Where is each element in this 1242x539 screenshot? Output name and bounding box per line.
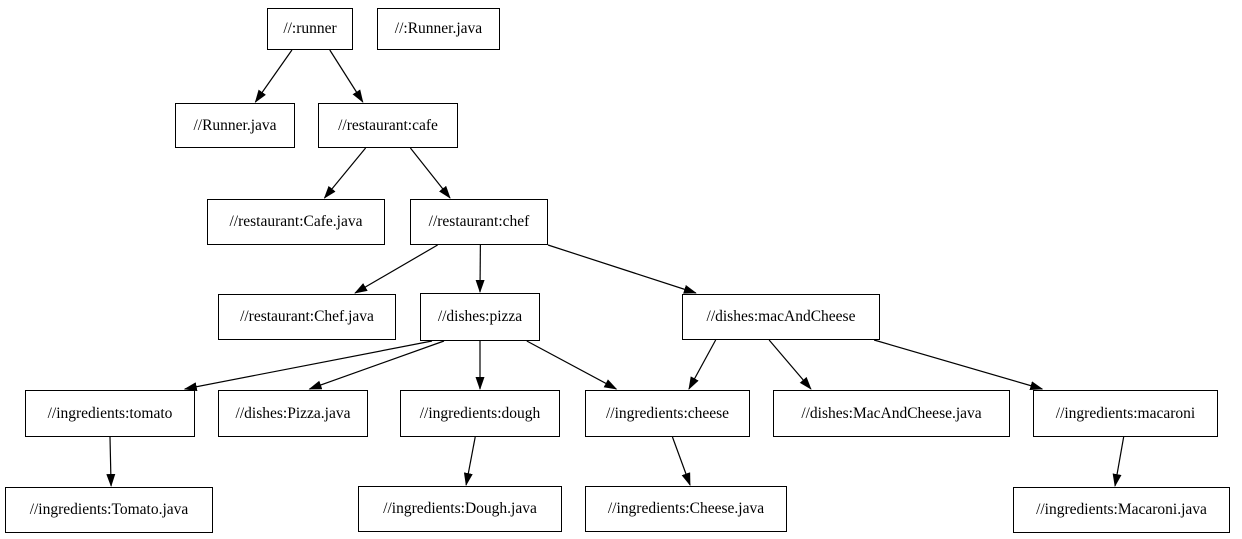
graph-node-runner_java_lib: //:Runner.java xyxy=(377,8,500,50)
graph-node-cafe: //restaurant:cafe xyxy=(318,103,458,148)
graph-node-macaroni_java: //ingredients:Macaroni.java xyxy=(1013,487,1230,533)
graph-node-label: //:runner xyxy=(283,20,337,38)
edge-macaroni-to-macaroni_java xyxy=(1112,436,1125,487)
graph-node-label: //ingredients:tomato xyxy=(47,404,173,422)
graph-node-cheese_java: //ingredients:Cheese.java xyxy=(585,486,787,532)
graph-node-label: //ingredients:dough xyxy=(419,404,541,422)
edge-chef-to-chef_java xyxy=(354,244,438,294)
graph-node-mac_java: //dishes:MacAndCheese.java xyxy=(773,390,1010,437)
graph-node-label: //dishes:Pizza.java xyxy=(235,404,351,422)
edge-mac-to-mac_java xyxy=(768,339,812,390)
graph-node-macaroni: //ingredients:macaroni xyxy=(1033,390,1218,437)
graph-node-runner: //:runner xyxy=(267,8,353,50)
graph-node-runner_java: //Runner.java xyxy=(175,103,295,148)
graph-node-label: //ingredients:Dough.java xyxy=(383,500,537,518)
edge-pizza-to-pizza_java xyxy=(308,340,445,390)
graph-node-label: //Runner.java xyxy=(193,116,277,134)
graph-node-chef_java: //restaurant:Chef.java xyxy=(218,294,396,340)
graph-node-label: //restaurant:cafe xyxy=(338,116,438,134)
graph-node-label: //ingredients:Macaroni.java xyxy=(1036,501,1207,519)
edge-pizza-to-tomato xyxy=(183,340,433,392)
edge-mac-to-cheese xyxy=(688,339,717,390)
graph-node-label: //ingredients:macaroni xyxy=(1055,404,1196,422)
graph-node-label: //restaurant:Cafe.java xyxy=(229,213,363,231)
graph-node-label: //ingredients:Cheese.java xyxy=(607,500,765,518)
graph-node-mac: //dishes:macAndCheese xyxy=(682,294,880,340)
edge-runner-to-cafe xyxy=(329,49,364,103)
graph-node-label: //ingredients:cheese xyxy=(605,404,730,422)
graph-node-label: //dishes:pizza xyxy=(437,308,523,326)
graph-node-dough: //ingredients:dough xyxy=(400,390,560,437)
edge-chef-to-mac xyxy=(547,244,697,294)
graph-node-pizza: //dishes:pizza xyxy=(420,293,540,341)
edge-tomato-to-tomato_java xyxy=(106,436,116,487)
edge-mac-to-macaroni xyxy=(873,339,1044,390)
graph-node-label: //restaurant:Chef.java xyxy=(240,308,374,326)
graph-node-label: //dishes:macAndCheese xyxy=(706,308,856,326)
edge-cafe-to-chef xyxy=(409,147,451,199)
graph-node-dough_java: //ingredients:Dough.java xyxy=(358,486,562,532)
edge-cafe-to-cafe_java xyxy=(323,147,367,199)
edge-cheese-to-cheese_java xyxy=(671,436,691,486)
graph-node-label: //restaurant:chef xyxy=(428,213,530,231)
graph-node-tomato: //ingredients:tomato xyxy=(25,390,195,437)
graph-node-label: //ingredients:Tomato.java xyxy=(29,501,189,519)
graph-node-tomato_java: //ingredients:Tomato.java xyxy=(5,487,213,533)
graph-node-cheese: //ingredients:cheese xyxy=(585,390,750,437)
edge-pizza-to-cheese xyxy=(526,340,618,390)
edge-runner-to-runner_java xyxy=(254,49,293,103)
graph-node-label: //dishes:MacAndCheese.java xyxy=(801,404,982,422)
graph-node-chef: //restaurant:chef xyxy=(410,199,548,245)
graph-node-cafe_java: //restaurant:Cafe.java xyxy=(207,199,385,245)
graph-node-pizza_java: //dishes:Pizza.java xyxy=(218,390,368,437)
edge-dough-to-dough_java xyxy=(463,436,476,486)
graph-node-label: //:Runner.java xyxy=(394,20,483,38)
